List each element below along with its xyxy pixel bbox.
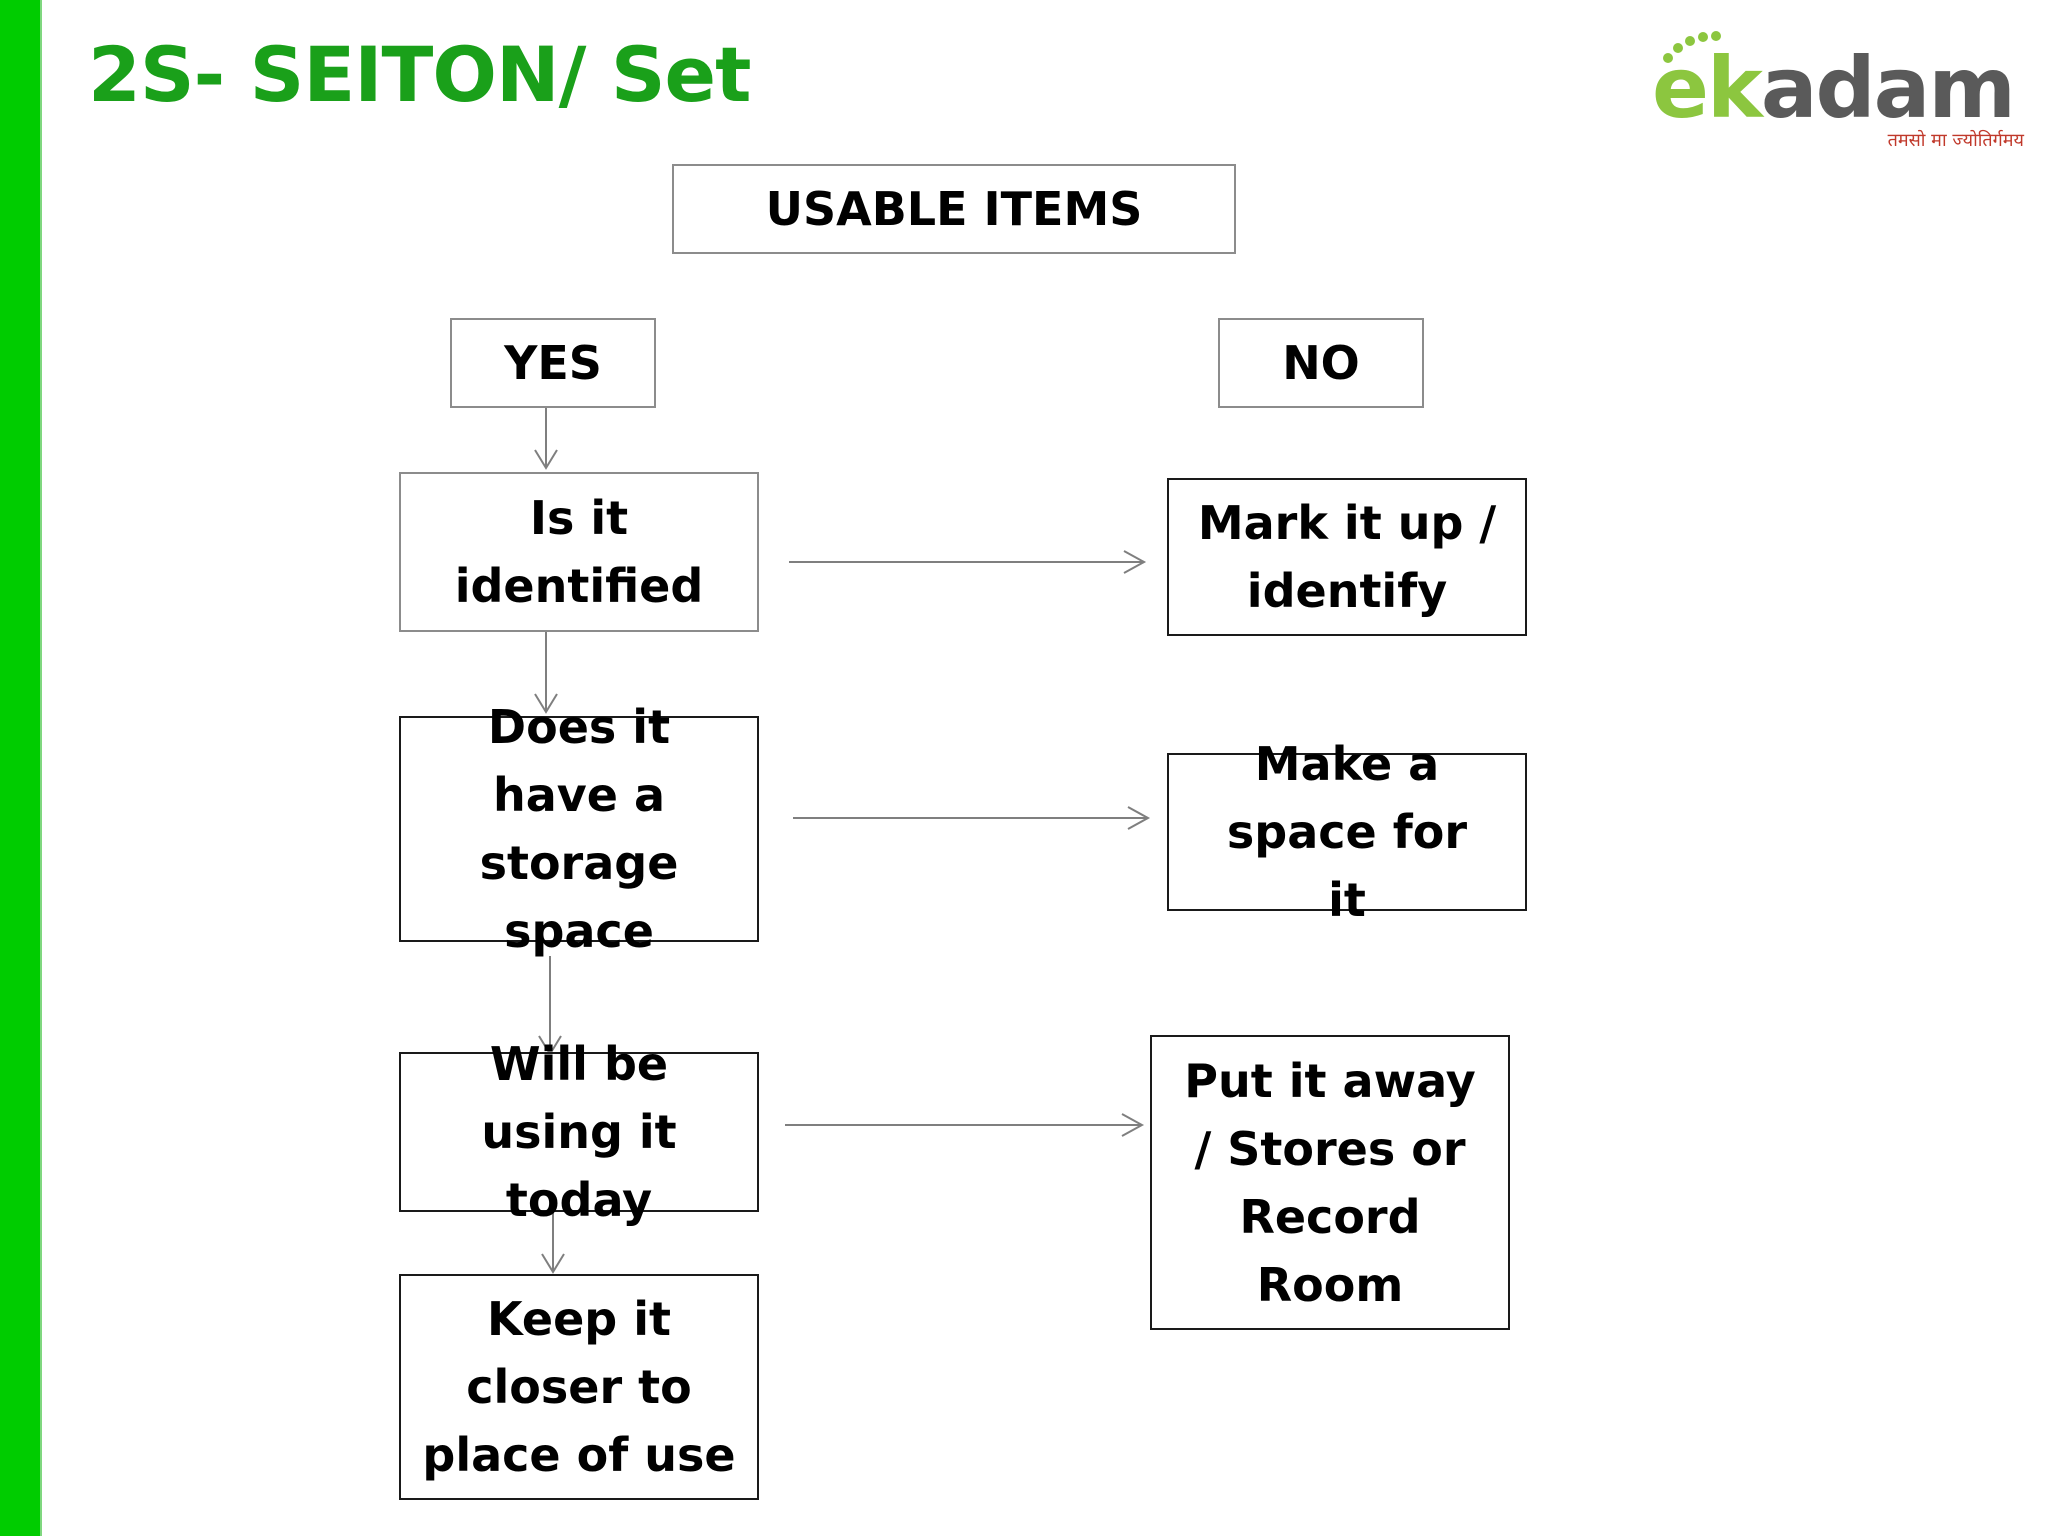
action-put-away: Put it away / Stores or Record Room [1150,1035,1510,1330]
arrowhead-no3 [1121,1113,1145,1137]
step-storage-space-label: Does it have a storage space [479,700,679,958]
arrowhead-step4 [541,1253,565,1274]
action-make-space: Make a space for it [1167,737,1527,927]
step-using-today-label: Will be using it today [481,1037,677,1227]
step-storage-space: Does it have a storage space [399,700,759,958]
logo-prefix: ek [1652,39,1763,137]
action-make-space-label: Make a space for it [1226,737,1468,927]
logo-tagline: तमसो मा ज्योतिर्गमय [1887,130,2024,151]
usable-items-label: USABLE ITEMS [765,182,1143,236]
ekadam-logo: ekadam तमसो मा ज्योतिर्गमय [1652,28,2032,158]
no-label: NO [1282,336,1360,390]
step-keep-closer-label: Keep it closer to place of use [422,1292,736,1482]
step-using-today: Will be using it today [399,1037,759,1227]
usable-items-box: USABLE ITEMS [672,164,1236,254]
footprint-icon [1663,31,1721,63]
step-keep-closer: Keep it closer to place of use [399,1274,759,1500]
yes-box: YES [450,318,656,408]
arrowhead-no2 [1127,806,1151,830]
step-is-it-identified: Is it identified [399,472,759,632]
step-is-it-identified-label: Is it identified [454,491,704,613]
no-box: NO [1218,318,1424,408]
action-mark-it-up-label: Mark it up / identify [1197,496,1497,618]
accent-side-bar [0,0,42,1536]
action-put-away-label: Put it away / Stores or Record Room [1184,1053,1476,1312]
logo-wordmark: ekadam [1652,46,2016,130]
yes-label: YES [504,336,602,390]
slide-title: 2S- SEITON/ Set [88,30,751,119]
logo-suffix: adam [1760,39,2016,137]
action-mark-it-up: Mark it up / identify [1167,478,1527,636]
arrowhead-no1 [1123,550,1147,574]
arrowhead-step1 [534,449,558,470]
